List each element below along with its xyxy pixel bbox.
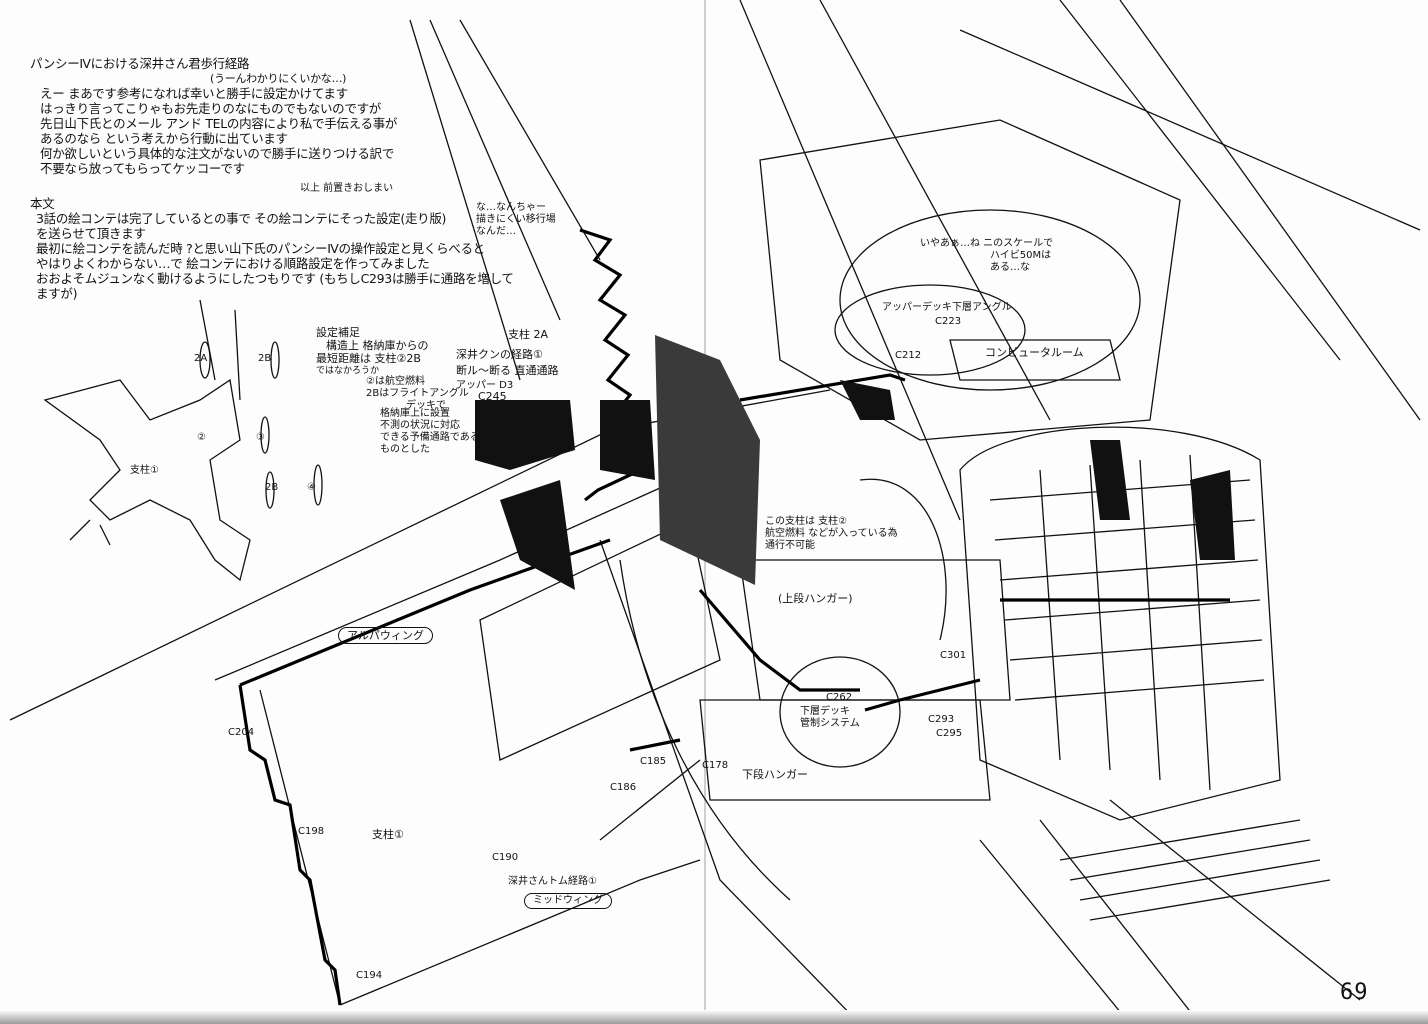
intro-signature: 以上 前置きおしまい [300,183,394,194]
fukai-route-1b-label: 深井さんトム経路① [508,876,597,887]
upper-d3-label: アッパー D3 [456,380,514,391]
intro-line: はっきり言ってこりゃもお先走りのなにものでもないのですが [40,101,381,116]
note-line: 2Bはフライトアングル [366,388,469,399]
support-1-label: 支柱① [372,828,404,841]
cut-c245-label: C245 [478,390,507,403]
note-line: できる予備通路である [380,432,480,443]
direct-route-label: 断ル～断る 直通通路 [456,364,559,377]
lower-deck-note: 下層デッキ 管制システム [800,706,860,730]
cut-c194-label: C194 [356,970,383,981]
body-line: 最初に絵コンテを読んだ時 ?と思い山下氏のパンシーⅣの操作設定と見くらべると [36,241,485,256]
cut-c204-label: C204 [228,727,255,738]
cut-c178-label: C178 [702,760,729,771]
upper-deck-scale-note: いやあぁ…ね ニのスケールで ハイビ50Mは ある…な [920,238,1053,274]
note-line: 通行不可能 [765,540,815,551]
intro-aside: (うーんわかりにくいかな…) [210,72,347,85]
note-line: 描きにくい移行場 [476,214,556,225]
note-line: 管制システム [800,718,860,729]
body-line: ますが) [36,286,78,301]
body-line: 3話の絵コンテは完了しているとの事で その絵コンテにそった設定(走り版) [36,211,447,226]
intro-line: 何か欲しいという具体的な注文がないので勝手に送りつける訳で [40,146,394,161]
intro-line: 不要なら放ってもらってケッコーです [40,161,245,176]
cut-c293-label: C293 [928,714,955,725]
sketch-label-2b-small: 2B [265,482,279,493]
computer-room-label: コンピュータルーム [985,346,1084,359]
body-notes: 本文 3話の絵コンテは完了しているとの事で その絵コンテにそった設定(走り版) … [30,196,514,301]
cut-c262-label: C262 [826,692,853,703]
cut-c295-label: C295 [936,728,963,739]
cut-c212-label: C212 [895,350,922,361]
alpha-wing-label: アルパウィング [338,627,433,644]
mid-wing-label: ミッドウィング [524,893,612,909]
note-line: 最短距離は 支柱②2B [316,352,421,365]
scan-edge [0,1010,1428,1024]
sketch-label-2b: 2B [258,353,272,364]
sketch-label-4: ④ [307,482,316,493]
cut-c301-label: C301 [940,650,967,661]
intro-title: パンシーⅣにおける深井さん君歩行経路 [30,56,250,71]
intro-line: あるのなら という考えから行動に出ています [40,131,288,146]
sketch-label-2: ② [197,432,206,443]
intro-line: 先日山下氏とのメール アンド TELの内容により私で手伝える事が [40,116,398,131]
note-line: 格納庫上に設置 [380,408,450,419]
upper-deck-angle-label: アッパーデッキ下層アングル [882,302,1012,313]
note-line: デッキで [406,400,446,411]
cut-c185-label: C185 [640,756,667,767]
body-line: やはりよくわからない…で 絵コンテにおける順路設定を作ってみました [36,256,430,271]
note-line: この支柱は 支柱② [765,516,848,527]
note-line: な…なんちゃー [476,202,546,213]
sketch-label-2a: 2A [194,353,208,364]
note-line: ②は航空燃料 [366,376,425,387]
cut-c198-label: C198 [298,826,325,837]
note-line: ある…な [990,262,1030,273]
note-line: 設定補足 [316,326,360,339]
hangar-bypass-note: 格納庫上に設置 不測の状況に対応 できる予備通路である ものとした [380,408,480,456]
note-line: 下層デッキ [800,706,850,717]
cut-c186-label: C186 [610,782,637,793]
sketch-label-3: ③ [256,432,265,443]
note-line: 不測の状況に対応 [380,420,460,431]
note-line: 構造上 格納庫からの [326,339,429,352]
note-2a-2b: ②は航空燃料 2Bはフライトアングル デッキで [366,376,469,412]
note-line: いやあぁ…ね ニのスケールで [920,238,1054,249]
body-line: を送らせて頂きます [36,226,146,241]
cut-c190-label: C190 [492,852,519,863]
fukai-route-1-label: 深井クンの経路① [456,348,543,361]
body-heading: 本文 [30,196,55,211]
naname-note: な…なんちゃー 描きにくい移行場 なんだ… [476,202,556,238]
lower-hangar-label: 下段ハンガー [742,768,808,781]
intro-notes: パンシーⅣにおける深井さん君歩行経路 (うーんわかりにくいかな…) えー まあで… [30,56,397,176]
support-2-note: この支柱は 支柱② 航空燃料 などが入っている為 通行不可能 [765,516,898,552]
note-line: なんだ… [476,226,516,237]
setting-supplement-note: 設定補足 構造上 格納庫からの 最短距離は 支柱②2B ではなかろうか [316,326,429,378]
sketch-label-support-1: 支柱① [130,465,159,476]
intro-line: えー まあです参考になれば幸いと勝手に設定かけてます [40,86,348,101]
note-line: ものとした [380,444,430,455]
note-line: 航空燃料 などが入っている為 [765,528,898,539]
cut-c223-label: C223 [935,316,962,327]
support-2a-label: 支柱 2A [508,328,549,341]
upper-hangar-label: (上段ハンガー) [778,592,853,605]
page-number: 69 [1340,980,1369,1005]
note-line: ではなかろうか [316,366,380,376]
body-line: おおよそムジュンなく動けるようにしたつもりです (もちしC293は勝手に通路を増… [36,271,514,286]
note-line: ハイビ50Mは [990,250,1052,261]
